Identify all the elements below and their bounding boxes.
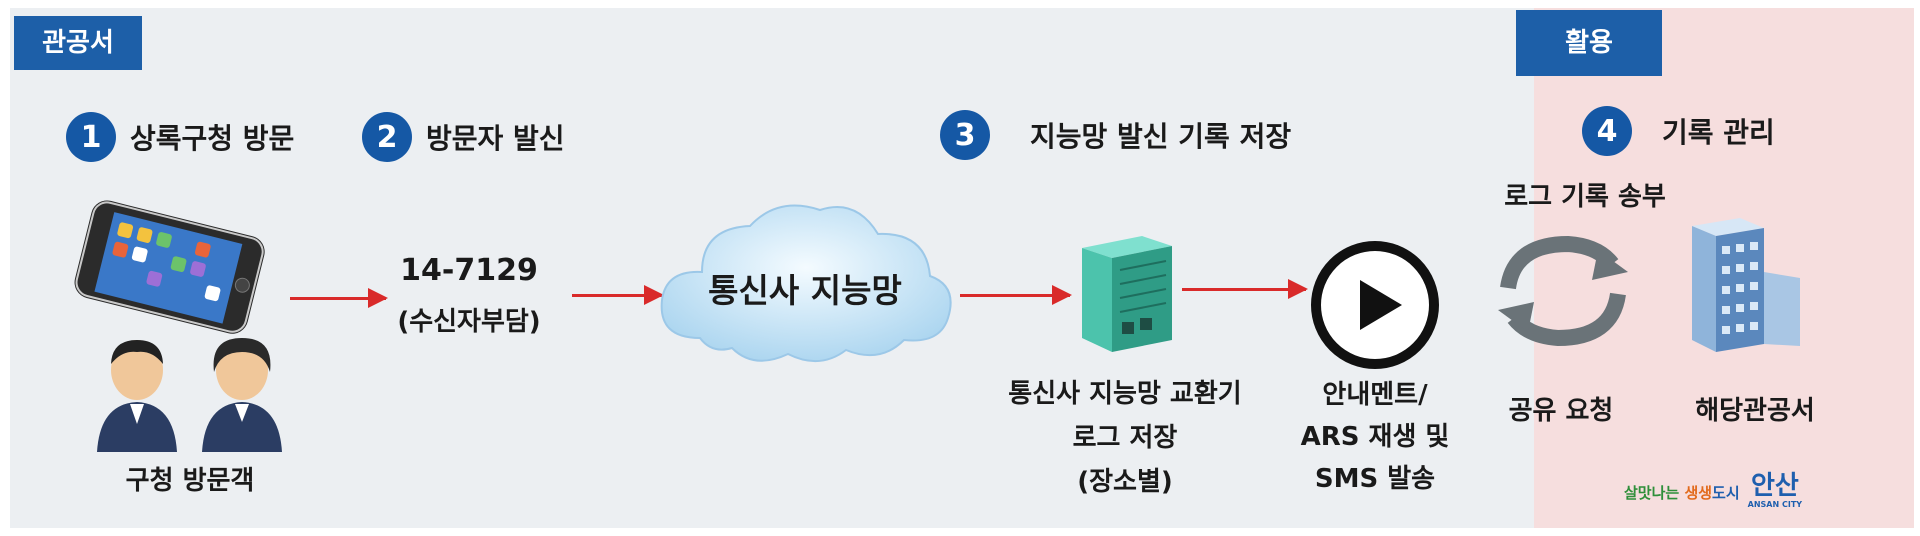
exchange-label: 통신사 지능망 교환기 로그 저장 (장소별) bbox=[960, 372, 1290, 504]
step-4-number: 4 bbox=[1582, 106, 1632, 156]
logo-slogan-a: 살맛나는 bbox=[1624, 484, 1685, 502]
step-4-label: 기록 관리 bbox=[1662, 116, 1775, 149]
utilization-tag: 활용 bbox=[1516, 10, 1662, 76]
office-building-icon bbox=[1692, 218, 1800, 352]
step-1-number: 1 bbox=[66, 112, 116, 162]
cloud-label: 통신사 지능망 bbox=[708, 271, 902, 310]
play-icon bbox=[1311, 241, 1439, 369]
logo-slogan-c: 도시 bbox=[1712, 484, 1740, 502]
exchange-line-1: 통신사 지능망 교환기 bbox=[1008, 379, 1242, 409]
step-4: 4 기록 관리 bbox=[1582, 106, 1775, 156]
exchange-server-icon bbox=[1082, 236, 1172, 352]
step-3-number: 3 bbox=[940, 110, 990, 160]
phone-note: (수신자부담) bbox=[397, 307, 541, 337]
flow-arrow-2 bbox=[572, 285, 664, 305]
logo-city: 안산 bbox=[1750, 471, 1799, 501]
flow-arrow-4 bbox=[1182, 279, 1308, 299]
smartphone-icon bbox=[74, 200, 265, 334]
visitors-label: 구청 방문객 bbox=[125, 466, 255, 496]
logo-city-en: ANSAN CITY bbox=[1747, 500, 1803, 509]
exchange-line-2: 로그 저장 bbox=[1072, 423, 1178, 453]
flow-arrow-3 bbox=[960, 285, 1072, 305]
step-3-label: 지능망 발신 기록 저장 bbox=[1030, 120, 1292, 153]
step-1-label: 상록구청 방문 bbox=[130, 122, 295, 155]
announce-line-1: 안내멘트/ bbox=[1322, 380, 1428, 410]
step-3: 3 지능망 발신 기록 저장 bbox=[940, 110, 1291, 160]
logo-slogan-b: 생생 bbox=[1684, 484, 1713, 502]
sync-icon bbox=[1498, 235, 1628, 347]
flow-arrow-1 bbox=[290, 288, 388, 308]
office-label: 해당관공서 bbox=[1695, 396, 1815, 426]
logo-mark: 안산 ANSAN CITY bbox=[1748, 472, 1802, 509]
step-2-label: 방문자 발신 bbox=[426, 122, 565, 155]
log-send-label: 로그 기록 송부 bbox=[1504, 182, 1666, 212]
step-1: 1 상록구청 방문 bbox=[66, 112, 294, 162]
cloud-icon bbox=[660, 204, 952, 363]
institution-tag: 관공서 bbox=[14, 16, 142, 70]
visitors-icon bbox=[97, 338, 282, 452]
logo-slogan: 살맛나는 생생도시 bbox=[1624, 482, 1740, 509]
share-request-label: 공유 요청 bbox=[1508, 396, 1614, 426]
announce-label: 안내멘트/ ARS 재생 및 SMS 발송 bbox=[1280, 374, 1470, 500]
phone-number: 14-7129 bbox=[400, 253, 538, 288]
exchange-line-3: (장소별) bbox=[1077, 467, 1173, 497]
announce-line-2: ARS 재생 및 bbox=[1300, 422, 1450, 452]
step-2-number: 2 bbox=[362, 112, 412, 162]
announce-line-3: SMS 발송 bbox=[1314, 464, 1436, 494]
ansan-logo: 살맛나는 생생도시 안산 ANSAN CITY bbox=[1624, 472, 1802, 509]
step-2: 2 방문자 발신 bbox=[362, 112, 565, 162]
